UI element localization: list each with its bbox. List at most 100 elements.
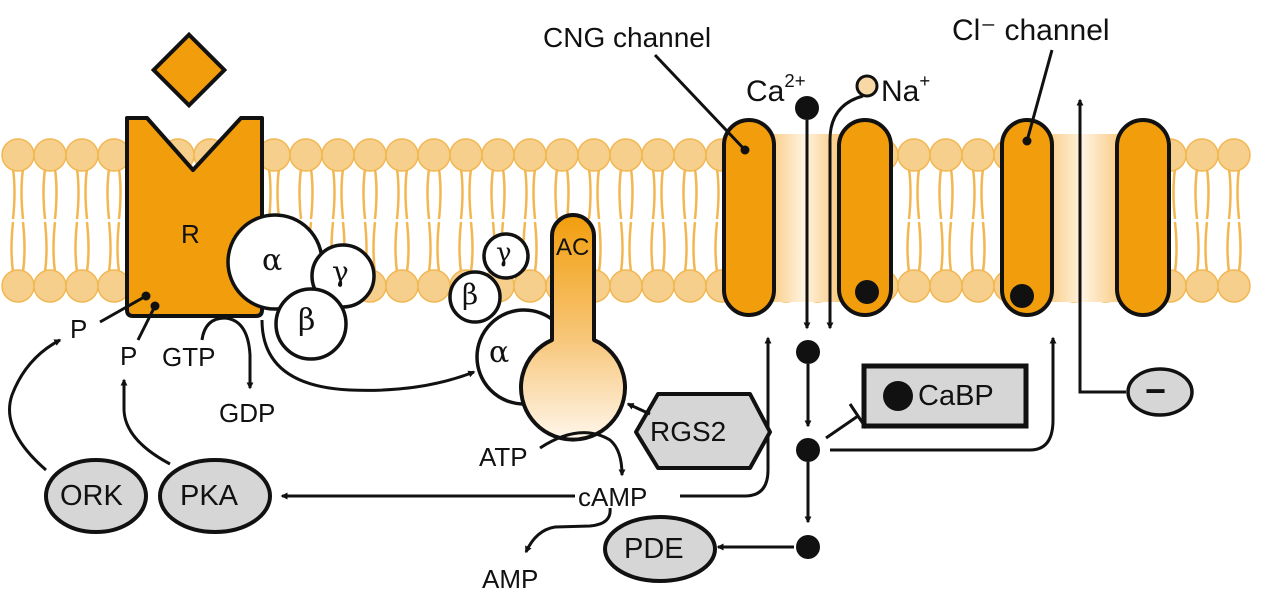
lipid-tail [596,168,601,220]
g-gamma-free [482,232,530,280]
lipid-head [449,138,483,172]
lipid-tail [980,168,985,220]
lipid-tail [117,168,122,220]
lipid-head [545,138,579,172]
chloride-efflux-arrow [1076,98,1126,394]
calcium-label: Ca2+ [746,70,806,108]
cng-pointer-line [653,53,747,152]
lipid-tail [554,168,559,220]
lipid-tail [618,168,623,220]
g-gamma-free-label: γ [496,238,512,268]
lipid-head [513,138,547,172]
lipid-tail [565,168,570,220]
atp-to-camp-arrow [539,431,626,477]
lipid-head [929,138,963,172]
lipid-tail [523,168,528,220]
lipid-head [961,269,995,303]
g-beta-free-label: β [462,278,479,311]
lipid-tail [533,221,538,273]
lipid-tail [107,221,112,273]
lipid-tail [436,221,441,273]
cabp-inhibition-line [825,414,859,440]
lipid-tail [1205,168,1210,220]
ork-label: ORK [60,480,123,512]
lipid-tail [53,168,58,220]
g-alpha-label: α [262,243,283,278]
lipid-head [481,138,515,172]
lipid-tail [372,221,377,273]
adenylyl-cyclase-label: AC [556,234,590,261]
lipid-tail [437,168,442,220]
lipid-tail [426,168,431,220]
lipid-tail [1227,168,1232,220]
lipid-head [417,269,451,303]
lipid-head [641,269,675,303]
cng-subunit-left [722,118,776,317]
gtp-label: GTP [162,342,216,372]
phospho-label-2: P [120,341,138,371]
lipid-tail [629,168,634,220]
g-beta-subunit [274,287,348,361]
lipid-tail [309,168,314,220]
lipid-tail [661,221,666,273]
calcium-symbol: Ca [746,74,785,108]
cl-channel-label: Cl⁻ channel [952,14,1110,47]
chloride-channel [1000,49,1171,317]
lipid-tail [458,221,463,273]
rgs2-label: RGS2 [650,416,727,447]
lipid-head [1185,138,1219,172]
lipid-tail [619,221,624,273]
lipid-tail [938,168,943,220]
lipid-head [65,138,99,172]
lipid-tail [394,221,399,273]
cng-subunit-right [837,118,893,317]
sodium-symbol: Na [881,74,920,108]
ork-phosphorylates-arrow [8,338,62,472]
lipid-tail [693,168,698,220]
pka-ellipse [158,458,272,534]
lipid-tail [267,168,272,220]
pka-phosphorylates-arrow [120,378,171,466]
lipid-tail [276,168,281,220]
lipid-tail [116,221,121,273]
lipid-tail [468,168,473,220]
g-protein-complex [226,213,376,361]
cng-channel-label: CNG channel [543,22,712,53]
cl-subunit-left [1000,118,1054,317]
lipid-head [1217,138,1251,172]
lipid-head [33,138,67,172]
g-alpha-active-label: α [489,335,510,370]
rgs2-to-ac-arrow [626,402,651,416]
lipid-tail [1194,168,1199,220]
g-gamma-label: γ [332,255,349,288]
lipid-tail [949,168,954,220]
g-beta-free [448,270,502,324]
lipid-tail [971,168,976,220]
lipid-head [33,269,67,303]
receptor-label: R [181,219,200,249]
lipid-head [417,138,451,172]
phospho-label-1: P [70,314,88,344]
cl-calcium-site [1010,284,1034,308]
lipid-head [1,138,35,172]
camp-opens-cng-arrow [680,336,772,498]
lipid-head [385,138,419,172]
lipid-tail [362,168,367,220]
lipid-head [609,138,643,172]
chloride-ion-badge [1126,367,1194,417]
lipid-head [577,138,611,172]
adenylyl-cyclase-body [519,213,627,442]
lipid-tail [714,221,719,273]
calcium-ion-cytosol-3 [796,535,820,559]
sodium-charge: + [919,70,931,91]
lipid-head [353,138,387,172]
pka-label: PKA [180,480,239,512]
cabp-inhibition-bar [848,403,868,429]
lipid-tail [373,168,378,220]
ork-ellipse [44,458,148,534]
lipid-head [609,269,643,303]
lipid-tail [331,168,336,220]
calcium-charge: 2+ [784,70,806,91]
